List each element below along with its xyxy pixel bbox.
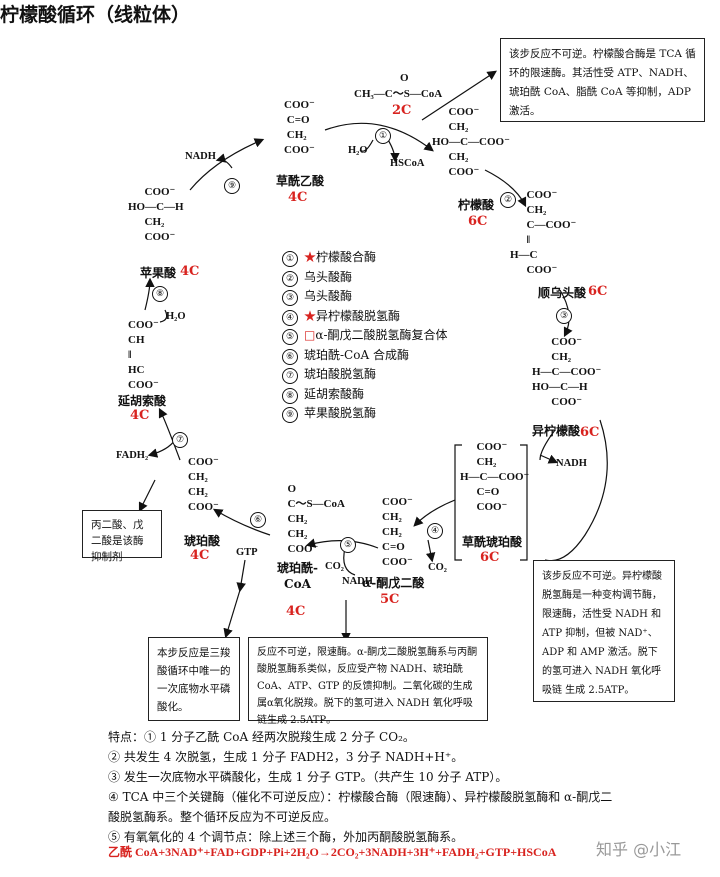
callout-isocitrate-dh: 该步反应不可逆。异柠檬酸脱氢酶是一种变构调节酶，限速酶，活性受 NADH 和 A… — [533, 560, 675, 702]
arrow-step6 — [212, 508, 271, 536]
oxalosuccinate-carbons: 6C — [480, 550, 500, 565]
arc-idh — [544, 419, 608, 562]
succinate-name: 琥珀酸 — [184, 534, 221, 548]
citrate-carbons: 6C — [468, 214, 488, 229]
cis-aconitate-name: 顺乌头酸 — [538, 286, 587, 300]
alpha-kg-structure: COO⁻ CH₂ CH₂ C=O COO⁻ — [382, 496, 413, 568]
arrow-step8 — [144, 277, 155, 311]
arrow-nadh-malate — [215, 153, 233, 169]
step-4-marker: ④ — [427, 523, 443, 539]
isocitrate-carbons: 6C — [580, 425, 600, 440]
arrow-step1 — [324, 122, 434, 152]
note-line: 特点：① 1 分子乙酰 CoA 经两次脱羧生成 2 分子 CO₂。 — [108, 730, 415, 744]
nadh-label-malate: NADH — [185, 151, 216, 162]
hscoa-label: HSCoA — [390, 158, 425, 169]
malate-name: 苹果酸 — [140, 266, 177, 280]
citrate-name: 柠檬酸 — [458, 198, 495, 212]
arrow-h2o-in — [359, 139, 374, 152]
callout-citrate-synthase: 该步反应不可逆。柠檬酸合酶是 TCA 循环的限速酶。其活性受 ATP、NADH、… — [500, 38, 705, 122]
features-notes: 特点：① 1 分子乙酰 CoA 经两次脱羧生成 2 分子 CO₂。 ② 共发生 … — [108, 727, 613, 847]
step-9-marker: ⑨ — [224, 178, 240, 194]
step-6-marker: ⑥ — [250, 512, 266, 528]
arrow-step4 — [413, 499, 456, 527]
malate-carbons: 4C — [180, 264, 200, 279]
oxaloacetate-name: 草酰乙酸 — [276, 174, 325, 188]
enzyme-item: ④★异柠檬酸脱氢酶 — [282, 307, 448, 327]
bracket-left — [454, 444, 462, 561]
callout-succinate-dh: 丙二酸、戊二酸是该酶抑制剂 — [82, 510, 162, 563]
isocitrate-name: 异柠檬酸 — [532, 424, 581, 438]
bracket-right — [520, 444, 528, 561]
page-title: 柠檬酸循环（线粒体） — [0, 4, 191, 26]
succinyl-coa-name: 琥珀酰- CoA — [277, 561, 318, 591]
arrow-nadh1 — [539, 454, 559, 464]
nadh-label-idh: NADH — [556, 458, 587, 469]
isocitrate-structure: COO⁻ CH₂ H—C—COO⁻ HO—C—H COO⁻ — [532, 336, 602, 408]
alpha-kg-carbons: 5C — [380, 592, 400, 607]
callout-substrate-phosphorylation: 本步反应是三羧酸循环中唯一的一次底物水平磷酸化。 — [148, 637, 240, 721]
arrow-callout-gtp — [223, 589, 241, 639]
note-line: ② 共发生 4 次脱氢，生成 1 分子 FADH2，3 分子 NADH+H⁺。 — [108, 750, 464, 764]
acetyl-coa-o: O — [400, 72, 409, 84]
cis-aconitate-carbons: 6C — [588, 284, 608, 299]
succinate-structure: COO⁻ CH₂ CH₂ COO⁻ — [188, 456, 219, 513]
note-line: ⑤ 有氧氧化的 4 个调节点：除上述三个酶，外加丙酮酸脱氢酶系。 — [108, 830, 464, 844]
arrow-callout-sdh — [138, 479, 156, 513]
oxaloacetate-structure: COO⁻ C=O CH₂ COO⁻ — [284, 99, 315, 156]
arrow-h2o-2 — [159, 309, 168, 323]
watermark: 知乎 @小江 — [596, 840, 682, 859]
step-2-marker: ② — [500, 192, 516, 208]
fadh2-label: FADH₂ — [116, 450, 149, 461]
succinate-carbons: 4C — [190, 548, 210, 563]
co2-label-idh: CO₂ — [428, 562, 447, 573]
enzyme-item: ①★柠檬酸合酶 — [282, 248, 448, 268]
step-5-marker: ⑤ — [340, 537, 356, 553]
arrow-co2-1 — [425, 539, 436, 563]
step-1-marker: ① — [375, 128, 391, 144]
arrow-callout-cs — [421, 70, 498, 121]
gtp-label: GTP — [236, 547, 258, 558]
arrow-gtp — [236, 559, 246, 593]
arrow-nadh-branch — [539, 429, 556, 461]
fumarate-carbons: 4C — [130, 408, 150, 423]
oxalosuccinate-structure: COO⁻ CH₂ H—C—COO⁻ C=O COO⁻ — [460, 441, 530, 513]
step-8-marker: ⑧ — [152, 286, 168, 302]
oxalosuccinate-name: 草酰琥珀酸 — [462, 535, 523, 549]
succinyl-coa-carbons: 4C — [286, 604, 306, 619]
alpha-kg-name: α-酮戊二酸 — [362, 576, 425, 590]
co2-label-akg: CO₂ — [325, 561, 344, 572]
acetyl-coa-carbons: 2C — [392, 103, 412, 118]
arrow-fadh2 — [147, 439, 176, 458]
fumarate-name: 延胡索酸 — [118, 394, 167, 408]
arrow-step2 — [484, 169, 527, 208]
h2o-label-2: H₂O — [166, 311, 186, 322]
step-3-marker: ③ — [556, 308, 572, 324]
malate-structure: COO⁻ HO—C—H CH₂ COO⁻ — [128, 186, 184, 243]
arrow-step7 — [158, 407, 181, 461]
enzyme-item: ⑤□α-酮戊二酸脱氢酶复合体 — [282, 326, 448, 346]
callout-akg-dh: 反应不可逆，限速酶。α-酮戊二酸脱氢酶系与丙酮酸脱氢酶系类似，反应受产物 NAD… — [248, 637, 488, 726]
h2o-label-1: H₂O — [348, 145, 368, 156]
succinyl-coa-structure: O C～S—CoA CH₂ CH₂ COO⁻ — [287, 483, 345, 555]
acetyl-coa-formula: CH₃—C～S—CoA — [354, 88, 443, 100]
nadh-label-akg: NADH — [342, 576, 373, 587]
cis-aconitate-structure: COO⁻ CH₂ C—COO⁻ ‖ H—C COO⁻ — [510, 189, 577, 276]
fumarate-structure: COO⁻ CH ‖ HC COO⁻ — [128, 319, 159, 391]
note-line: ④ TCA 中三个关键酶（催化不可逆反应）：柠檬酸合酶（限速酶）、异柠檬酸脱氢酶… — [108, 790, 613, 804]
overall-equation: 乙酰 CoA+3NAD⁺+FAD+GDP+Pi+2H₂O→2CO₂+3NADH+… — [108, 845, 557, 859]
oxaloacetate-carbons: 4C — [288, 190, 308, 205]
note-line: 酸脱氢酶系。整个循环反应为不可逆反应。 — [108, 810, 337, 824]
note-line: ③ 发生一次底物水平磷酸化，生成 1 分子 GTP。（共产生 10 分子 ATP… — [108, 770, 508, 784]
citrate-structure: COO⁻ CH₂ HO—C—COO⁻ CH₂ COO⁻ — [432, 106, 510, 178]
step-7-marker: ⑦ — [172, 432, 188, 448]
